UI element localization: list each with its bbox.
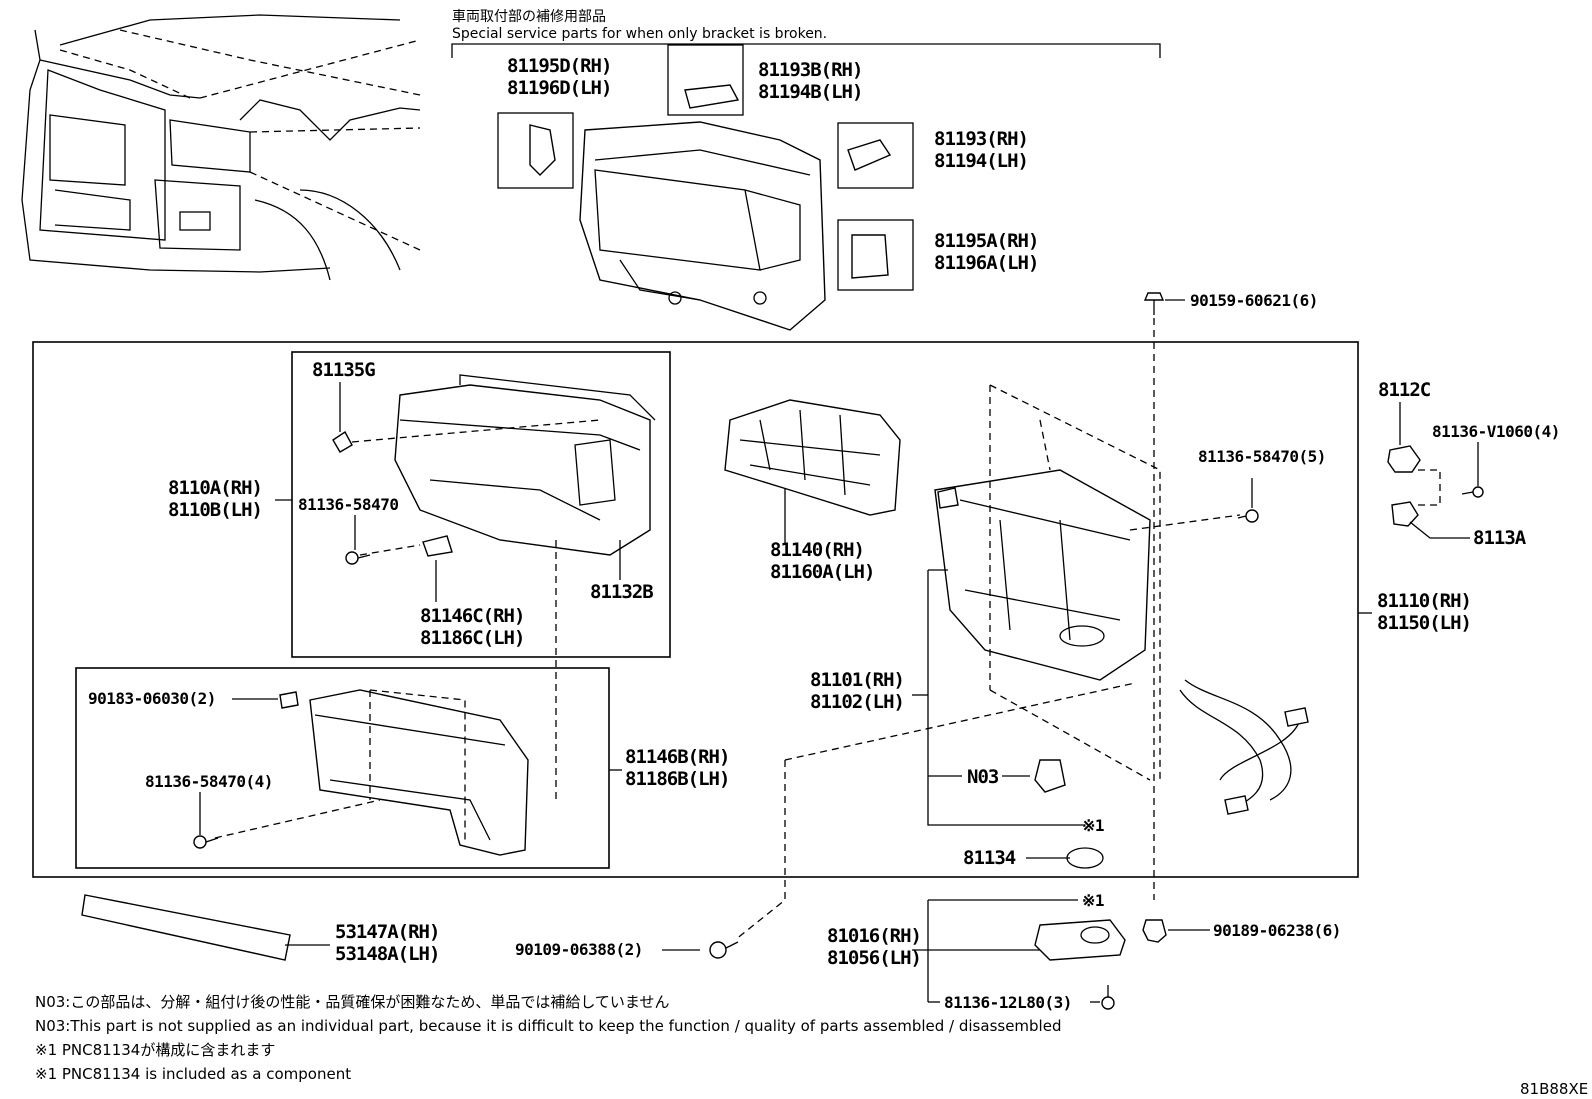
bracket-box-81193b <box>667 44 744 116</box>
housing-81101-illustration <box>934 469 1151 681</box>
label-81136-a: 81136-58470 <box>298 495 398 514</box>
header-en: Special service parts for when only brac… <box>452 26 827 42</box>
label-star1-a: ※1 <box>1082 816 1104 835</box>
bulb-n03-icon <box>1034 759 1066 793</box>
wiring-harness-illustration <box>1179 679 1309 815</box>
screw-81136-12l80-icon <box>1101 985 1115 1010</box>
label-81132b: 81132B <box>590 581 653 603</box>
lens-subassembly-box <box>291 351 671 658</box>
bracket-81195d-icon <box>529 124 556 176</box>
label-81194: 81194(LH) <box>934 150 1028 172</box>
reflector-81140-illustration <box>724 399 901 516</box>
label-90109: 90109-06388(2) <box>515 940 643 959</box>
label-81150: 81150(LH) <box>1377 612 1471 634</box>
label-81196d: 81196D(LH) <box>507 77 611 99</box>
label-53147a: 53147A(RH) <box>335 921 439 943</box>
screw-81136-4-icon <box>193 835 219 849</box>
label-n03: N03 <box>967 766 999 788</box>
label-81146c: 81146C(RH) <box>420 605 524 627</box>
label-81194b: 81194B(LH) <box>758 81 862 103</box>
figure-id: 81B88XE <box>1520 1080 1588 1098</box>
main-assembly-box <box>32 341 1359 878</box>
vehicle-front-illustration <box>21 14 421 281</box>
label-81056: 81056(LH) <box>827 947 921 969</box>
label-8110a: 8110A(RH) <box>168 477 262 499</box>
label-81135g: 81135G <box>312 359 375 381</box>
label-81140: 81140(RH) <box>770 539 864 561</box>
label-53148a: 53148A(LH) <box>335 943 439 965</box>
bezel-subassembly-box <box>75 667 610 869</box>
label-81160a: 81160A(LH) <box>770 561 874 583</box>
bracket-box-81195a <box>837 219 914 291</box>
label-81196a: 81196A(LH) <box>934 252 1038 274</box>
bulb-8112c-icon <box>1387 445 1421 473</box>
label-8110b: 8110B(LH) <box>168 499 262 521</box>
label-81136-12l80: 81136-12L80(3) <box>944 993 1072 1012</box>
label-81102: 81102(LH) <box>810 691 904 713</box>
label-81016: 81016(RH) <box>827 925 921 947</box>
label-81193b: 81193B(RH) <box>758 59 862 81</box>
label-8113a: 8113A <box>1473 527 1527 549</box>
screw-90159-icon <box>1143 292 1165 315</box>
clip-90189-icon <box>1142 919 1167 943</box>
screw-90109-icon <box>709 941 739 959</box>
label-81186b: 81186B(LH) <box>625 768 729 790</box>
screw-81136-v1060-icon <box>1461 486 1484 498</box>
screw-81136-5-icon <box>1237 509 1259 523</box>
note-n03-jp: N03:この部品は、分解・組付け後の性能・品質確保が困難なため、単品では補給して… <box>35 993 669 1011</box>
note-star1-jp: ※1 PNC81134が構成に含まれます <box>35 1041 275 1059</box>
label-81146b: 81146B(RH) <box>625 746 729 768</box>
label-90183: 90183-06030(2) <box>88 689 216 708</box>
header-bracket-line <box>451 43 1161 58</box>
label-81101: 81101(RH) <box>810 669 904 691</box>
bracket-box-81195d <box>497 112 574 189</box>
label-81186c: 81186C(LH) <box>420 627 524 649</box>
oring-81134-icon <box>1066 847 1104 869</box>
ballast-81016-illustration <box>1034 919 1126 961</box>
label-81136-v1060: 81136-V1060(4) <box>1432 422 1560 441</box>
label-81195a: 81195A(RH) <box>934 230 1038 252</box>
label-8112c: 8112C <box>1378 379 1431 401</box>
label-90189: 90189-06238(6) <box>1213 921 1341 940</box>
note-star1-en: ※1 PNC81134 is included as a component <box>35 1065 351 1083</box>
headlamp-assembly-illustration <box>579 121 826 331</box>
bracket-81193b-icon <box>684 84 740 109</box>
bracket-81195a-icon <box>851 234 889 279</box>
cover-53147a-illustration <box>81 894 291 961</box>
label-81136-4: 81136-58470(4) <box>145 772 273 791</box>
label-81110: 81110(RH) <box>1377 590 1471 612</box>
label-star1-b: ※1 <box>1082 891 1104 910</box>
header-jp: 車両取付部の補修用部品 <box>452 8 606 25</box>
screw-81136-a-icon <box>345 551 371 565</box>
bracket-box-81193 <box>837 122 914 189</box>
label-81195d: 81195D(RH) <box>507 55 611 77</box>
label-90159: 90159-60621(6) <box>1190 291 1318 310</box>
label-81134: 81134 <box>963 847 1016 869</box>
bezel-illustration <box>279 689 529 856</box>
bracket-81193-icon <box>847 139 892 171</box>
label-81136-5: 81136-58470(5) <box>1198 447 1326 466</box>
bulb-8113a-icon <box>1391 501 1419 527</box>
label-81193: 81193(RH) <box>934 128 1028 150</box>
lens-illustration <box>332 374 656 557</box>
note-n03-en: N03:This part is not supplied as an indi… <box>35 1017 1061 1035</box>
